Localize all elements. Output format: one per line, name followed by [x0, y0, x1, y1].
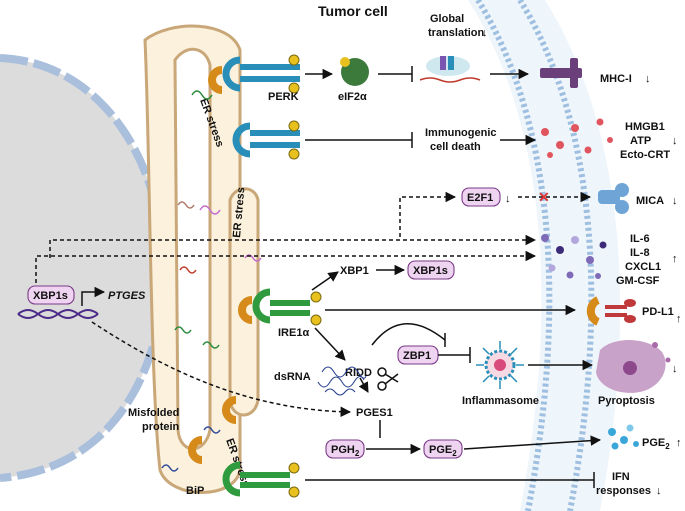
down-arrow-icon: ↓ — [672, 363, 678, 375]
cytokine-dots — [541, 234, 607, 279]
pge2-pill — [423, 439, 463, 459]
up-arrow-icon: ↑ — [676, 437, 682, 449]
up-arrow-icon: ↑ — [676, 313, 682, 325]
perk-receptor — [208, 54, 300, 94]
ribosome-icon — [419, 56, 481, 83]
dsrna-icon — [317, 366, 367, 396]
mica-icon — [598, 183, 629, 214]
down-arrow-icon: ↓ — [482, 27, 488, 39]
perk-label: PERK — [268, 91, 299, 103]
up-arrow-icon: ↑ — [672, 253, 678, 265]
global-translation-label: translation — [428, 27, 485, 39]
mica-label: MICA — [636, 195, 664, 207]
pge2-label: PGE2 — [429, 444, 457, 458]
pyroptosis-label: Pyroptosis — [598, 395, 655, 407]
down-arrow-icon: ↓ — [672, 135, 678, 147]
xbp1s-nucleus-pill — [27, 285, 75, 305]
pge2-dots — [608, 424, 639, 450]
e2f1-label: E2F1 — [467, 192, 493, 204]
page-title: Tumor cell — [318, 3, 388, 19]
cytokine-label: GM-CSF — [616, 275, 660, 287]
icd-label: Immunogenic — [425, 127, 497, 139]
mhc-label: MHC-I — [600, 73, 632, 85]
dsrna-label: dsRNA — [274, 371, 311, 383]
down-arrow-icon: ↓ — [656, 485, 662, 497]
scissors-icon — [377, 367, 399, 391]
xbp1-label: XBP1 — [340, 265, 369, 277]
cytokine-label: IL-8 — [630, 247, 650, 259]
pdl1-label: PD-L1 — [642, 306, 674, 318]
pges1-label: PGES1 — [356, 407, 393, 419]
damp-label: HMGB1 — [625, 121, 665, 133]
bip-icon — [222, 396, 237, 424]
bip-label: BiP — [186, 485, 204, 497]
down-arrow-icon: ↓ — [505, 193, 511, 205]
ifn-label: responses — [596, 485, 651, 497]
pyroptosis-icon — [596, 340, 671, 393]
perk-receptor — [232, 120, 300, 160]
cell-membrane — [468, 0, 621, 511]
eif2a-icon — [340, 57, 369, 86]
dna-icon — [17, 309, 99, 319]
ire1a-label: IRE1α — [278, 327, 309, 339]
cytokine-label: CXCL1 — [625, 261, 661, 273]
pgh2-label: PGH2 — [331, 444, 360, 458]
bip-icon — [188, 436, 203, 464]
xbp1s-nucleus-label: XBP1s — [33, 290, 68, 302]
er-stress-label: ER stress — [231, 187, 247, 239]
damp-dots — [541, 118, 613, 158]
zbp1-label: ZBP1 — [403, 350, 431, 362]
icd-label: cell death — [430, 141, 481, 153]
inflammasome-icon — [476, 341, 524, 389]
damp-label: ATP — [630, 135, 651, 147]
xbp1s-pill — [407, 260, 455, 280]
down-arrow-icon: ↓ — [672, 195, 678, 207]
ire1a-receptor — [222, 461, 300, 498]
misfolded-protein-icon — [161, 90, 262, 472]
global-translation-label: Global — [430, 13, 464, 25]
inflammasome-label: Inflammasome — [462, 395, 539, 407]
pgh2-pill — [325, 439, 365, 459]
mhc-icon — [540, 58, 582, 88]
ire1a-receptor — [238, 288, 322, 326]
pge2-out-label: PGE2 — [642, 437, 670, 451]
ptges-label: PTGES — [108, 290, 146, 302]
xbp1s-label: XBP1s — [413, 265, 448, 277]
block-x-icon: ✕ — [538, 189, 550, 205]
damp-label: Ecto-CRT — [620, 149, 670, 161]
ifn-label: IFN — [612, 471, 630, 483]
eif2a-label: eIF2α — [338, 91, 367, 103]
down-arrow-icon: ↓ — [645, 73, 651, 85]
misfolded-label: Misfolded — [128, 407, 179, 419]
e2f1-pill — [461, 187, 501, 207]
misfolded-label: protein — [142, 421, 180, 433]
pdl1-icon — [586, 296, 636, 326]
cytokine-label: IL-6 — [630, 233, 650, 245]
